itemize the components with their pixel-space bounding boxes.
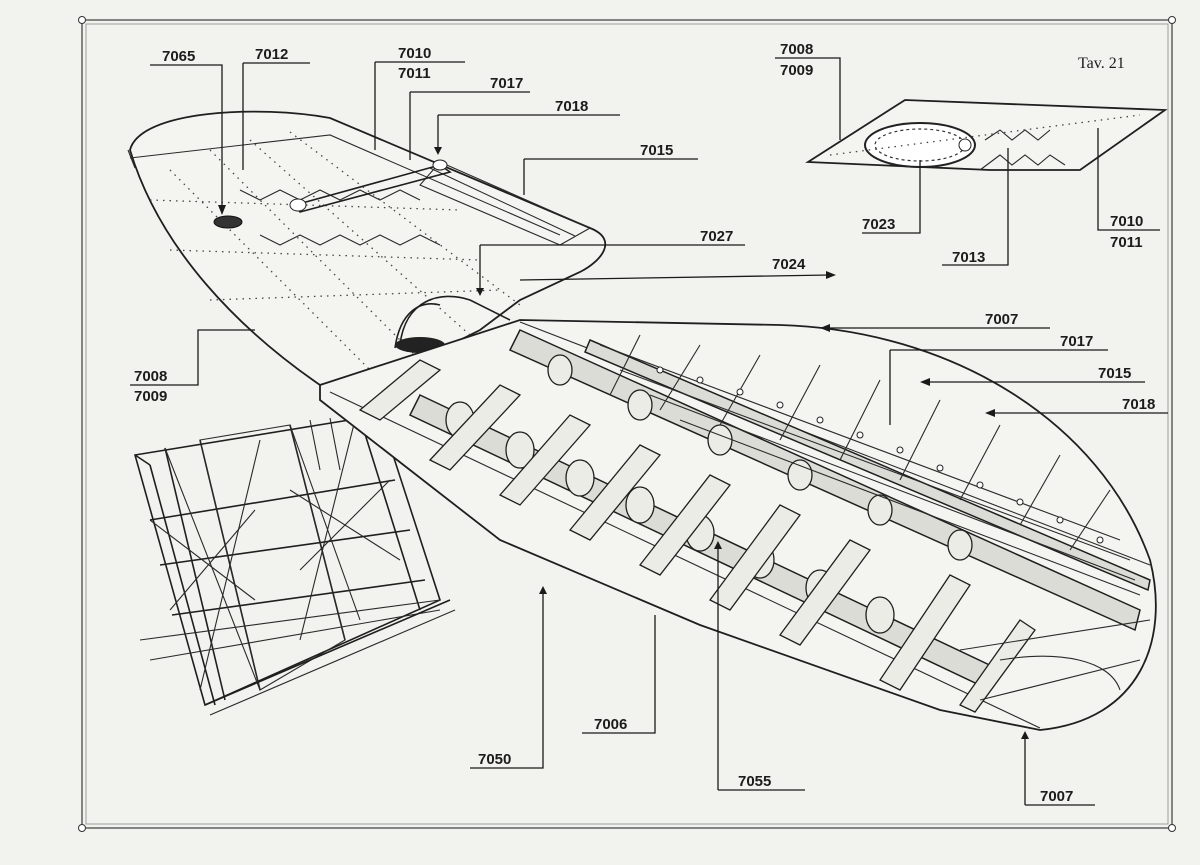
callout-7009-left: 7009 bbox=[134, 388, 167, 405]
callout-7009-inset: 7009 bbox=[780, 62, 813, 79]
callout-7027: 7027 bbox=[700, 228, 733, 245]
callout-7015-top: 7015 bbox=[640, 142, 673, 159]
callout-7011-inset: 7011 bbox=[1110, 234, 1143, 251]
callout-7055: 7055 bbox=[738, 773, 771, 790]
plate-label: Tav. 21 bbox=[1078, 55, 1125, 72]
leader-lines bbox=[130, 57, 1168, 806]
callout-7050: 7050 bbox=[478, 751, 511, 768]
plate-border bbox=[78, 16, 1176, 832]
callout-7017-right: 7017 bbox=[1060, 333, 1093, 350]
right-wing-structure bbox=[319, 319, 1157, 731]
callout-7006: 7006 bbox=[594, 716, 627, 733]
callout-7018-top: 7018 bbox=[555, 98, 588, 115]
fuselage-truss bbox=[133, 414, 456, 716]
callout-7015-right: 7015 bbox=[1098, 365, 1131, 382]
callout-7008-inset: 7008 bbox=[780, 41, 813, 58]
callout-labels: 7065 7012 7010 7011 7017 7018 7015 7008 … bbox=[134, 41, 1155, 805]
callout-7010-top: 7010 bbox=[398, 45, 431, 62]
rear-lattice bbox=[599, 334, 1141, 596]
callout-7024: 7024 bbox=[772, 256, 806, 273]
callout-7018-right: 7018 bbox=[1122, 396, 1155, 413]
callout-7023: 7023 bbox=[862, 216, 895, 233]
callout-7007-right: 7007 bbox=[985, 311, 1018, 328]
callout-7013: 7013 bbox=[952, 249, 985, 266]
left-wing-skinned bbox=[127, 110, 607, 386]
callout-7012: 7012 bbox=[255, 46, 288, 63]
callout-7008-left: 7008 bbox=[134, 368, 167, 385]
callout-7065: 7065 bbox=[162, 48, 195, 65]
callout-7017-top: 7017 bbox=[490, 75, 523, 92]
wing-ribs bbox=[358, 359, 1036, 713]
fuel-tank-inset bbox=[805, 99, 1168, 171]
callout-7007-bottom: 7007 bbox=[1040, 788, 1073, 805]
callout-7010-inset: 7010 bbox=[1110, 213, 1143, 230]
callout-7011-top: 7011 bbox=[398, 65, 431, 82]
